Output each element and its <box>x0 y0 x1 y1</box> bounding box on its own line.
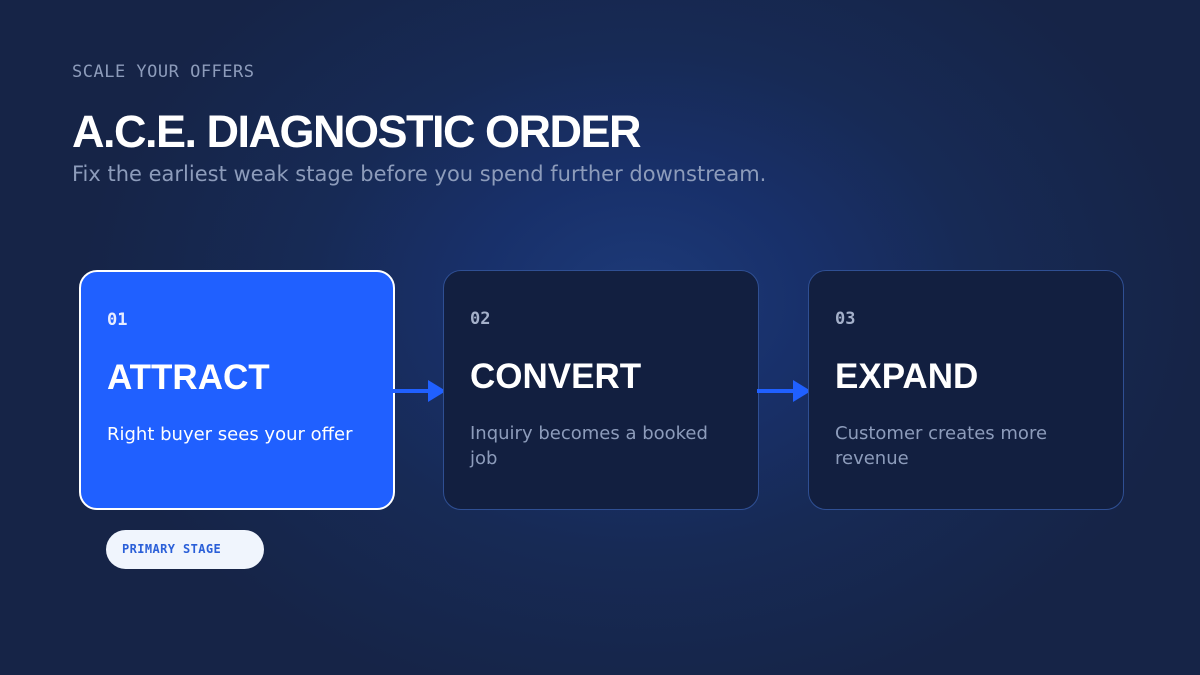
stage-number: 02 <box>470 309 491 329</box>
stage-description: Customer creates more revenue <box>835 423 1048 469</box>
stage-title: ATTRACT <box>107 358 270 397</box>
stage-number: 03 <box>835 309 856 329</box>
arrow-right-icon <box>392 380 446 402</box>
stage-description: Inquiry becomes a booked job <box>470 423 708 469</box>
stage-title: EXPAND <box>835 357 979 396</box>
stage-description: Right buyer sees your offer <box>107 424 353 445</box>
stage-card-expand: 03 EXPAND Customer creates more revenue <box>808 270 1124 510</box>
arrow-right-icon <box>757 380 811 402</box>
stage-card-convert: 02 CONVERT Inquiry becomes a booked job <box>443 270 759 510</box>
page-title: A.C.E. DIAGNOSTIC ORDER <box>72 106 642 157</box>
stage-title: CONVERT <box>470 357 642 396</box>
stage-card-attract: 01 ATTRACT Right buyer sees your offer <box>79 270 395 510</box>
page-subtitle: Fix the earliest weak stage before you s… <box>72 162 767 186</box>
eyebrow-label: SCALE YOUR OFFERS <box>72 62 255 82</box>
primary-stage-badge: PRIMARY STAGE <box>106 530 264 569</box>
stage-number: 01 <box>107 310 128 330</box>
